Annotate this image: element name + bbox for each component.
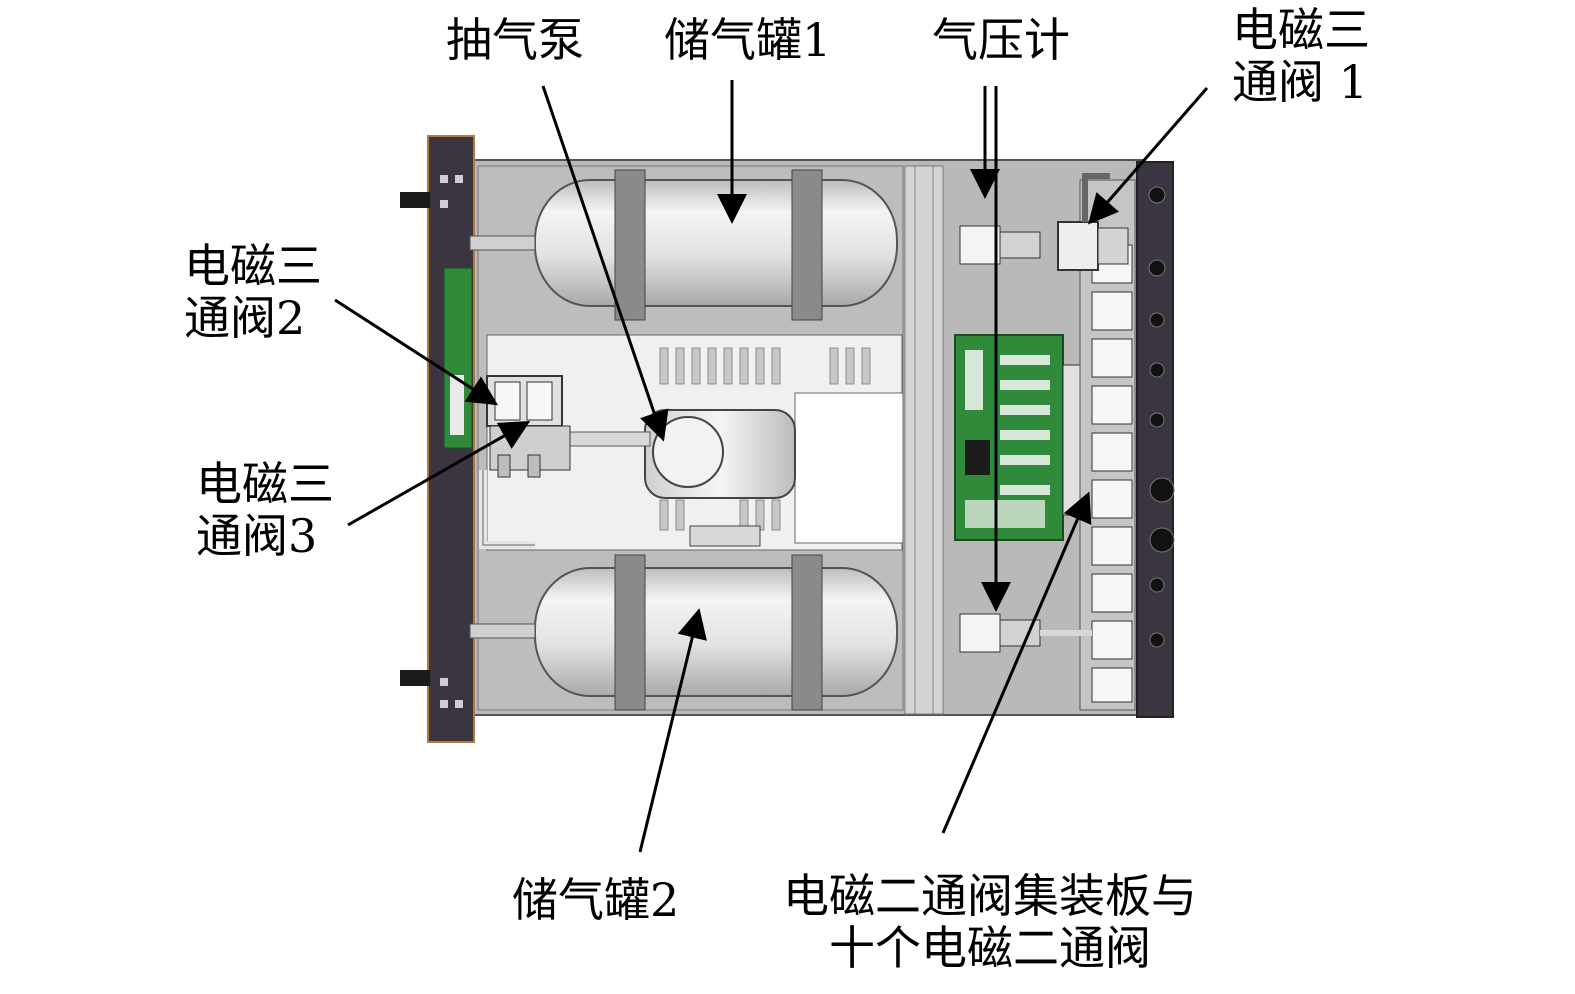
control-pcb (954, 334, 1064, 541)
solenoid-valve-2-3 (486, 375, 571, 478)
vacuum-pump (564, 409, 796, 499)
vent-slots (659, 347, 871, 531)
solenoid-valve-1 (1057, 173, 1129, 271)
label-tank-1: 储气罐1 (664, 13, 832, 67)
gas-tank-1 (469, 169, 898, 321)
inline-filter (689, 525, 761, 547)
pump-callout (541, 85, 669, 442)
label-tank-2: 储气罐2 (512, 873, 680, 927)
callout-lines (334, 80, 1209, 853)
gas-tank-2 (469, 554, 898, 711)
left-handle-top (400, 192, 430, 208)
valve1-callout (1088, 87, 1209, 225)
pressure-gauge-top (959, 225, 1041, 265)
display-window (450, 375, 464, 435)
tank2-callout (638, 608, 707, 853)
label-solenoid-valve-3: 电磁三 通阀3 (196, 457, 334, 563)
label-pressure-gauge: 气压计 (932, 13, 1070, 67)
panel-screws (440, 175, 463, 708)
label-valve-manifold: 电磁二通阀集装板与 十个电磁二通阀 (783, 869, 1197, 975)
valve3-callout (347, 421, 531, 527)
pcb-connector (1062, 364, 1082, 516)
left-handle-bottom (400, 670, 430, 686)
label-solenoid-valve-2: 电磁三 通阀2 (184, 239, 322, 345)
rear-connectors (1148, 186, 1175, 648)
divider-rail (904, 165, 944, 715)
valve2-callout (334, 298, 499, 406)
right-rear-panel (1136, 161, 1174, 718)
manifold-callout (941, 491, 1092, 834)
label-solenoid-valve-1: 电磁三 通阀 1 (1232, 3, 1370, 109)
pressure-gauge-bottom (959, 613, 1041, 653)
label-pump: 抽气泵 (446, 13, 584, 67)
mount-plate (794, 392, 904, 544)
